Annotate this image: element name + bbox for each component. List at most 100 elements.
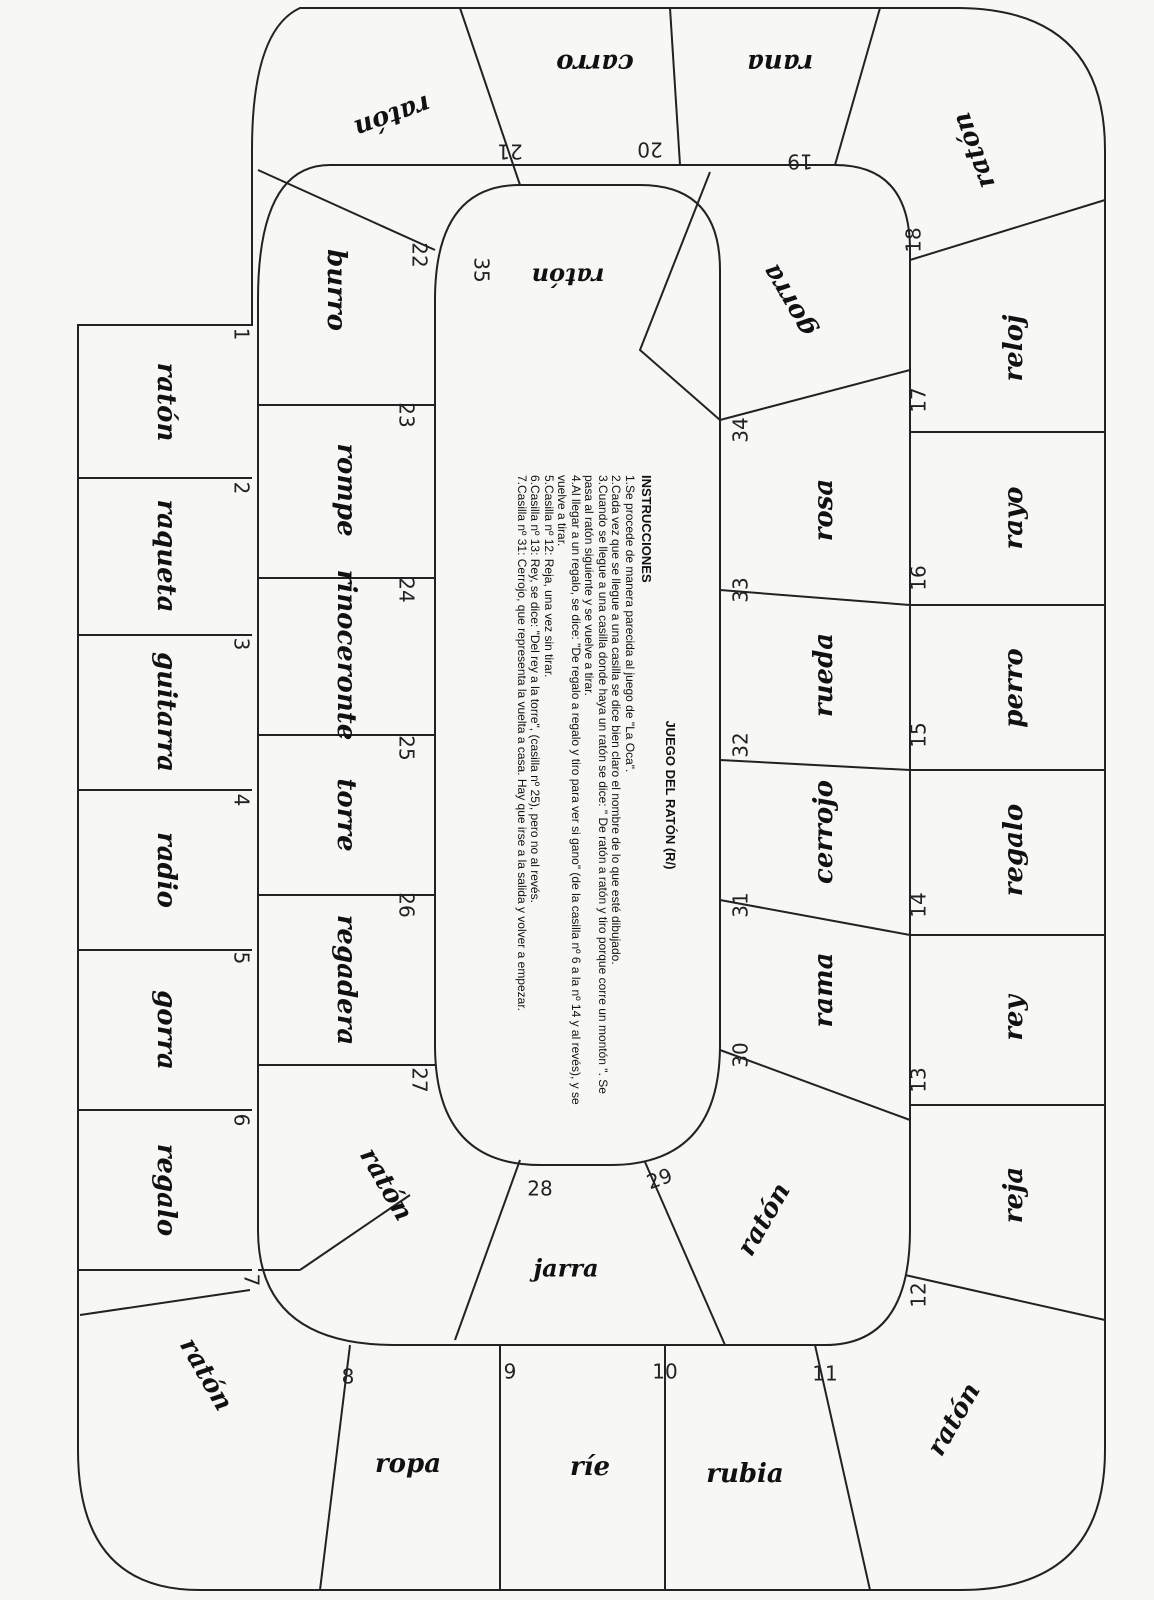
board-square: ratón 35 <box>470 257 605 291</box>
instructions-panel: JUEGO DEL RATÓN (R/) INSTRUCCIONES 1.Se … <box>407 475 678 1115</box>
board-square: reloj 17 <box>907 314 1030 413</box>
board-square: reja 12 <box>907 1167 1030 1308</box>
square-dividers <box>78 7 1106 1591</box>
rule-4: 4.Al llegar a un regalo, se dice: "De re… <box>555 475 584 1105</box>
board-square: burro 22 <box>321 242 432 331</box>
square-number: 18 <box>902 227 926 252</box>
square-word: raqueta <box>151 499 181 612</box>
board-square: ríe 9 <box>504 1360 610 1483</box>
board-square: rana 19 <box>747 48 813 174</box>
square-word: guitarra <box>151 652 181 772</box>
square-word: rompe <box>331 443 361 536</box>
square-word: rosa <box>809 479 839 542</box>
square-word: ríe <box>570 1452 610 1482</box>
square-word: ratón <box>173 1333 238 1416</box>
square-number: 23 <box>395 402 419 427</box>
board-square: rayo 16 <box>907 487 1030 591</box>
board-square: cerrojo 31 <box>729 780 840 918</box>
square-word: cerrojo <box>809 780 839 884</box>
square-number: 30 <box>729 1042 753 1067</box>
square-number: 24 <box>395 577 419 602</box>
board-square: rinoceronte 24 <box>331 570 419 741</box>
square-word: torre <box>331 778 361 851</box>
square-word: rayo <box>999 487 1029 550</box>
square-number: 5 <box>230 952 254 965</box>
square-number: 7 <box>240 1274 264 1287</box>
square-word: perro <box>999 648 1029 727</box>
square-word: ratón <box>353 1143 418 1226</box>
board-square: carro 20 <box>556 48 662 162</box>
square-number: 1 <box>230 328 254 341</box>
instructions-heading: INSTRUCCIONES <box>639 475 655 583</box>
square-number: 15 <box>907 722 931 747</box>
square-number: 2 <box>230 482 254 495</box>
square-word: burro <box>321 249 351 331</box>
board-square: ratón 18 <box>902 108 1002 253</box>
square-number: 20 <box>637 138 662 162</box>
square-word: ropa <box>375 1449 441 1479</box>
square-number: 17 <box>907 387 931 412</box>
square-word: ratón <box>350 88 434 143</box>
square-word: reloj <box>999 314 1029 381</box>
board-square: raqueta 2 <box>151 482 254 613</box>
square-number: 27 <box>408 1067 432 1092</box>
square-word: ratón <box>151 363 181 442</box>
square-word: gorra <box>756 258 822 342</box>
board-square: rama 30 <box>729 953 840 1068</box>
board-square: perro 15 <box>907 648 1030 747</box>
square-word: rubia <box>706 1459 784 1489</box>
square-word: rueda <box>809 633 839 717</box>
board-square: rosa 33 <box>729 479 840 603</box>
rule-6: 6.Casilla nº 13: Rey, se dice: "Del rey … <box>528 475 543 903</box>
square-word: rinoceronte <box>331 570 361 741</box>
square-word: jarra <box>529 1254 598 1283</box>
square-word: ratón <box>532 263 605 292</box>
square-word: regalo <box>151 1144 181 1237</box>
rule-3: 3.Cuando se llegue a una casilla donde h… <box>582 475 611 1094</box>
square-number: 22 <box>408 242 432 267</box>
square-word: gorra <box>151 990 181 1070</box>
square-number: 32 <box>729 732 753 757</box>
board-square: jarra 28 <box>527 1177 598 1283</box>
square-word: ratón <box>921 1378 986 1461</box>
rule-7: 7.Casilla nº 31: Cerrojo, que representa… <box>515 475 529 1011</box>
square-number: 12 <box>907 1282 931 1307</box>
square-number: 19 <box>787 150 812 174</box>
square-number: 8 <box>342 1365 355 1389</box>
board-square: regadera 26 <box>331 892 419 1045</box>
square-number: 35 <box>470 257 494 282</box>
board-square: ropa 8 <box>342 1365 441 1480</box>
square-number: 6 <box>230 1114 254 1127</box>
square-number: 33 <box>729 577 753 602</box>
rule-1: 1.Se procede de manera parecida al juego… <box>623 475 637 773</box>
board-square: regalo 6 <box>151 1114 254 1237</box>
square-number: 9 <box>504 1360 517 1384</box>
square-number: 31 <box>729 892 753 917</box>
square-word: radio <box>151 832 181 908</box>
board-square: ratón 1 <box>151 328 254 442</box>
square-word: carro <box>556 48 633 78</box>
square-number: 11 <box>812 1362 837 1386</box>
square-word: rana <box>747 48 813 78</box>
rule-5: 5.Casilla nº 12: Reja, una vez sin tirar… <box>542 475 556 678</box>
square-number: 25 <box>395 735 419 760</box>
game-title: JUEGO DEL RATÓN (R/) <box>663 720 678 870</box>
square-number: 34 <box>729 417 753 442</box>
square-word: regadera <box>331 915 361 1046</box>
board-square: gorra 5 <box>151 952 254 1070</box>
square-word: ratón <box>946 108 1001 192</box>
square-number: 16 <box>907 565 931 590</box>
square-number: 28 <box>527 1177 552 1201</box>
square-word: rey <box>999 993 1029 1040</box>
square-word: ratón <box>731 1178 796 1261</box>
square-word: rama <box>809 953 839 1028</box>
square-number: 26 <box>395 892 419 917</box>
square-word: reja <box>999 1167 1029 1224</box>
board-square: torre 25 <box>331 735 419 851</box>
